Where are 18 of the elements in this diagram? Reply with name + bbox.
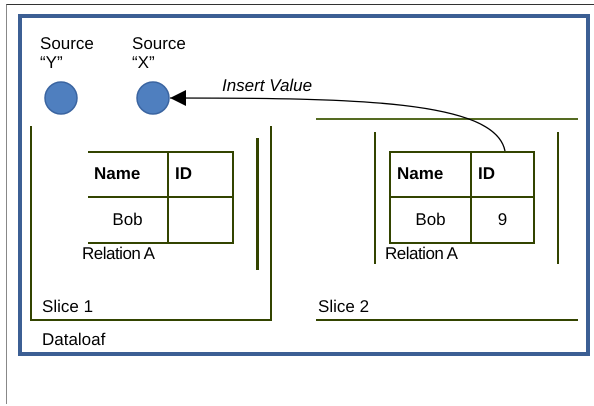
table-cell: 9: [498, 210, 508, 230]
arrow: [170, 90, 506, 152]
table-cell: Bob: [415, 210, 446, 230]
table-caption: Relation A: [385, 244, 458, 264]
source-label: Source “X”: [132, 34, 187, 72]
container-frame: [18, 14, 590, 356]
column-header: Name: [397, 164, 444, 184]
table-caption: Relation A: [82, 244, 154, 264]
column-header: ID: [175, 164, 192, 184]
container-label: Dataloaf: [42, 330, 106, 350]
column-header: ID: [478, 164, 495, 184]
slice-frame: [30, 126, 272, 321]
slice-label: Slice 1: [42, 297, 94, 317]
column-header: Name: [94, 164, 140, 184]
slice-frame: [316, 118, 578, 321]
slice-label: Slice 2: [318, 297, 370, 317]
table-cell: Bob: [112, 210, 143, 230]
source-label: Source “Y”: [40, 34, 95, 72]
